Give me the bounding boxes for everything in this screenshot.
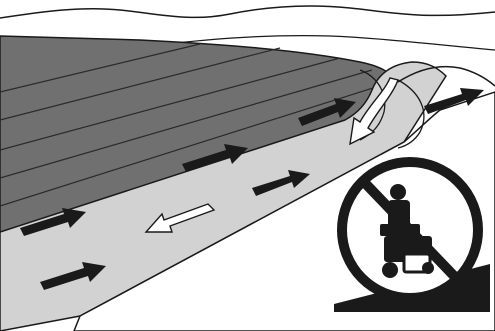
operator-head	[390, 184, 406, 200]
mower-wheel	[422, 262, 434, 274]
mower-wheel	[382, 262, 398, 278]
horizon-line	[0, 6, 495, 18]
